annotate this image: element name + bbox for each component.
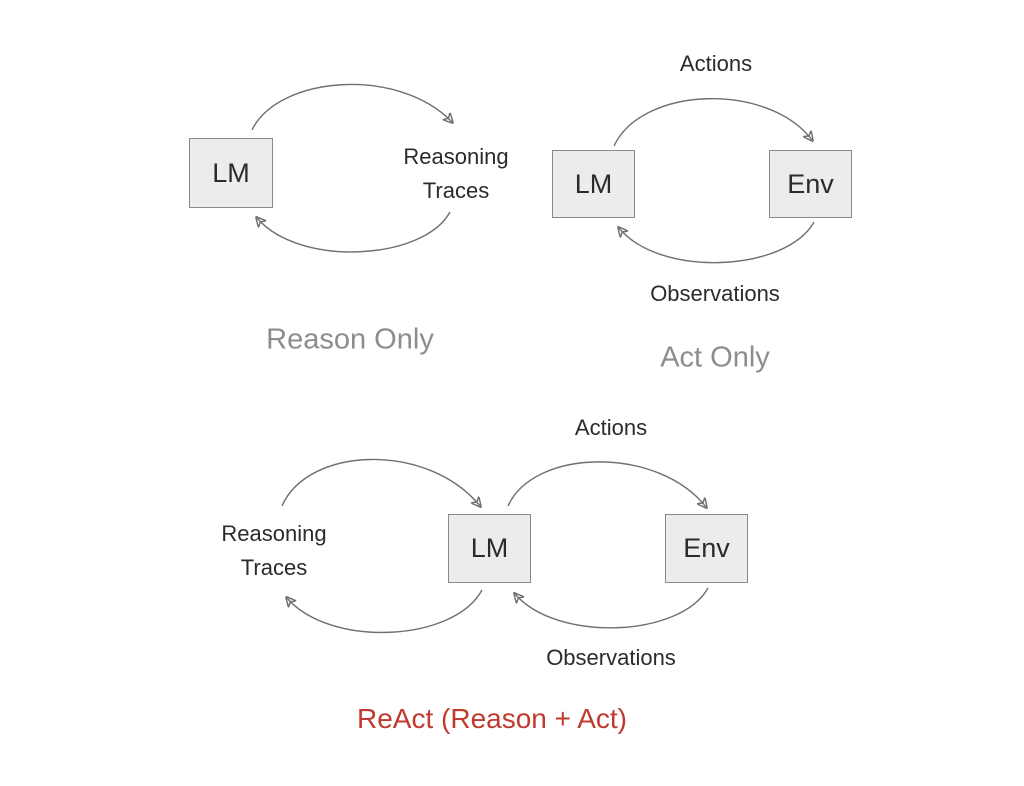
env-box-label: Env [787,168,834,199]
act-only-observations-label: Observations [650,281,780,306]
reason-only-bottom-arc-arrow [257,211,451,253]
reason-only-caption: Reason Only [266,323,434,356]
reason-only-reasoning-traces-label: Reasoning Traces [403,140,508,208]
reasoning-traces-line2: Traces [422,178,490,203]
act-only-env-box: Env [769,150,852,218]
lm-box-label: LM [574,168,613,199]
act-only-caption: Act Only [660,341,770,374]
react-reasoning-bottom-arc-arrow [287,589,483,634]
reasoning-traces-line1: Reasoning [221,521,327,546]
lm-box-label: LM [212,157,250,188]
react-env-box: Env [665,514,748,583]
env-box-label: Env [683,533,730,563]
react-actions-arc-arrow [507,461,706,507]
reasoning-traces-line1: Reasoning [403,144,509,169]
reasoning-traces-line2: Traces [240,555,308,580]
reason-only-top-arc-arrow [251,83,452,131]
react-lm-box: LM [448,514,531,583]
lm-box-label: LM [470,533,509,563]
reason-only-lm-box: LM [189,138,273,208]
act-only-actions-arc-arrow [613,97,812,147]
act-only-observations-arc-arrow [619,221,815,264]
act-only-lm-box: LM [552,150,635,218]
react-reasoning-top-arc-arrow [281,458,480,506]
react-observations-label: Observations [546,645,676,670]
act-only-actions-label: Actions [679,51,753,76]
react-caption: ReAct (Reason + Act) [356,703,628,734]
react-reasoning-traces-label: Reasoning Traces [221,517,326,585]
react-observations-arc-arrow [515,587,709,629]
react-actions-label: Actions [574,415,648,440]
